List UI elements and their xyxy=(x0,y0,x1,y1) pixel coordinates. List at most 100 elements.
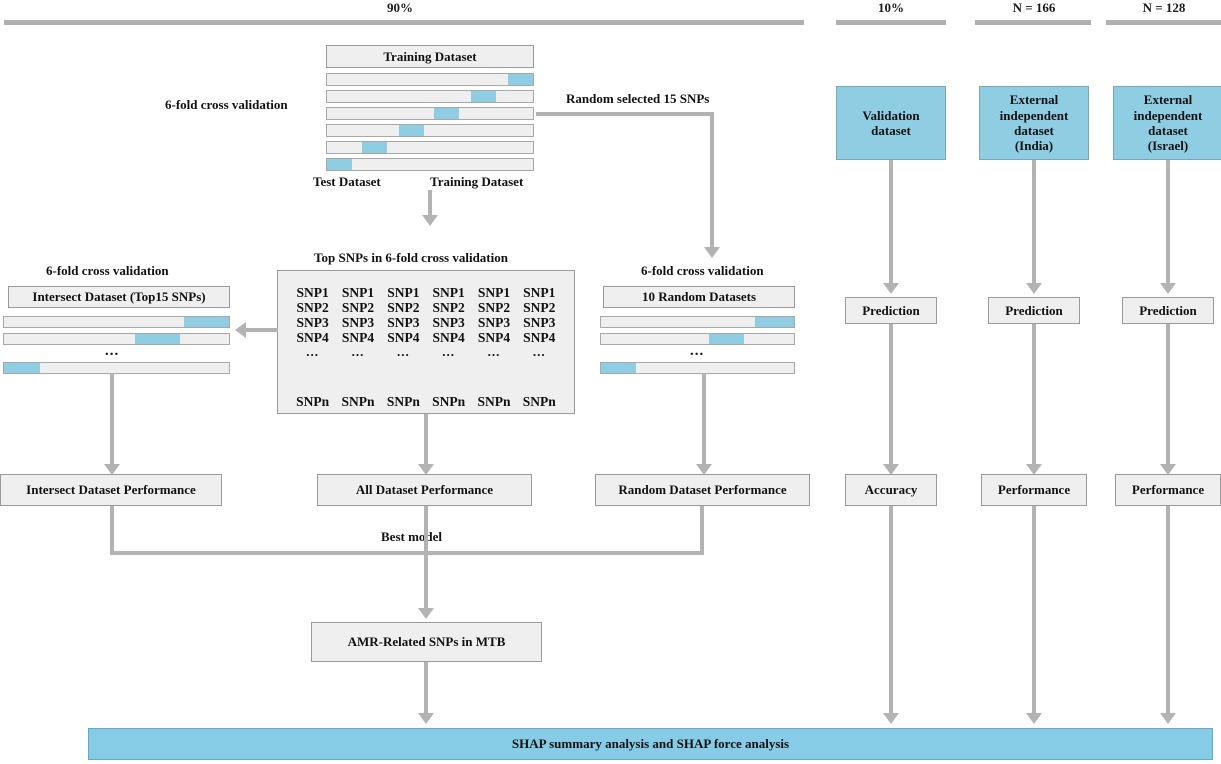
snp-cell: SNPn xyxy=(296,393,330,409)
snp-cell: SNP4 xyxy=(387,330,420,346)
amr-snps-box[interactable]: AMR-Related SNPs in MTB xyxy=(311,622,542,662)
intersect-test-segment xyxy=(184,317,229,327)
intersect-bar-1 xyxy=(3,316,230,328)
arrow-snpgrid-to-allperf xyxy=(418,464,434,475)
connector-intersectperf-down xyxy=(110,506,114,555)
fold-test-segment xyxy=(434,108,459,119)
snp-cell: SNP1 xyxy=(341,285,375,300)
random-test-segment xyxy=(755,317,794,327)
snp-cell: SNP2 xyxy=(523,300,556,316)
header-label-n128: N = 128 xyxy=(1142,0,1186,15)
snp-cell: ... xyxy=(532,344,546,360)
external-israel-label-line3: dataset xyxy=(1148,123,1188,138)
connector-amr-to-shap xyxy=(424,662,428,718)
header-rule-10 xyxy=(836,20,946,25)
random-ellipsis: ... xyxy=(690,343,705,359)
intersect-bar-3 xyxy=(3,362,230,374)
external-india-label-line4: (India) xyxy=(1014,138,1054,154)
header-rule-n166 xyxy=(975,20,1091,25)
fold-bar-5 xyxy=(326,141,534,154)
snp-cell: SNP2 xyxy=(477,300,511,316)
snp-cell: SNPn xyxy=(341,393,375,409)
arrow-amr-to-shap xyxy=(418,713,434,724)
snp-cell: ... xyxy=(442,344,456,360)
snp-cell: ... xyxy=(351,344,365,360)
prediction-box-israel[interactable]: Prediction xyxy=(1122,297,1214,324)
performance-box-india[interactable]: Performance xyxy=(981,474,1087,506)
external-india-label-line3: dataset xyxy=(1014,123,1054,138)
accuracy-box[interactable]: Accuracy xyxy=(845,474,937,506)
fold-test-segment xyxy=(508,74,533,85)
random-datasets-box[interactable]: 10 Random Datasets xyxy=(603,286,795,308)
external-india-label-line2: independent xyxy=(999,107,1069,123)
snp-cell: SNP3 xyxy=(296,315,329,331)
snp-grid-row-ellipsis: ... ... ... ... ... ... xyxy=(278,345,574,360)
external-india-label-line1: External xyxy=(1009,92,1059,108)
arrow-india-to-prediction xyxy=(1026,283,1042,294)
intersect-bar-2 xyxy=(3,333,230,345)
snp-cell: ... xyxy=(306,344,320,360)
external-israel-label-line1: External xyxy=(1143,92,1193,108)
fold-bar-2 xyxy=(326,90,534,103)
arrow-folds-to-topsnps xyxy=(422,215,438,226)
label-test-dataset: Test Dataset xyxy=(313,174,381,189)
fold-test-segment xyxy=(399,125,424,136)
arrow-random-to-folds xyxy=(704,247,720,258)
fold-bar-4 xyxy=(326,124,534,137)
intersect-test-segment xyxy=(134,334,180,344)
arrow-prediction-to-accuracy xyxy=(883,464,899,475)
connector-snpgrid-to-intersect xyxy=(246,328,278,332)
fold-test-segment xyxy=(471,91,496,102)
snp-cell: SNP2 xyxy=(387,300,420,316)
header-rule-90 xyxy=(4,20,804,25)
arrow-snpgrid-to-intersect xyxy=(235,322,246,338)
header-label-90: 90% xyxy=(387,0,413,15)
intersect-dataset-box[interactable]: Intersect Dataset (Top15 SNPs) xyxy=(8,286,230,308)
connector-prediction-to-performance-india xyxy=(1032,324,1036,472)
snp-cell: ... xyxy=(396,344,410,360)
arrow-israel-to-prediction xyxy=(1160,283,1176,294)
prediction-box-india[interactable]: Prediction xyxy=(988,297,1080,324)
snp-cell: SNP1 xyxy=(296,285,329,300)
random-performance-box[interactable]: Random Dataset Performance xyxy=(595,474,810,506)
snp-cell: SNP3 xyxy=(341,315,375,331)
snp-cell: SNP3 xyxy=(387,315,420,331)
snp-cell: SNP4 xyxy=(523,330,556,346)
intersect-ellipsis: ... xyxy=(105,343,120,359)
random-bar-2 xyxy=(600,333,795,345)
fold-test-segment xyxy=(362,142,387,153)
prediction-box-validation[interactable]: Prediction xyxy=(845,297,937,324)
performance-box-israel[interactable]: Performance xyxy=(1115,474,1221,506)
label-top-snps: Top SNPs in 6-fold cross validation xyxy=(314,250,508,265)
snp-grid-box[interactable]: SNP1 SNP1 SNP1 SNP1 SNP1 SNP1 SNP2 SNP2 … xyxy=(277,270,575,414)
snp-cell: SNP4 xyxy=(432,330,465,346)
validation-dataset-box[interactable]: Validation dataset xyxy=(836,86,946,160)
external-israel-box[interactable]: External independent dataset (Israel) xyxy=(1113,86,1221,160)
snp-cell: SNP3 xyxy=(432,315,465,331)
snp-cell: SNPn xyxy=(477,393,511,409)
snp-cell: SNP2 xyxy=(432,300,465,316)
snp-cell: ... xyxy=(487,344,501,360)
connector-random-horizontal xyxy=(536,112,714,116)
intersect-performance-box[interactable]: Intersect Dataset Performance xyxy=(0,474,222,506)
training-dataset-box[interactable]: Training Dataset xyxy=(326,45,534,68)
connector-random-to-perf xyxy=(702,374,706,472)
connector-folds-to-topsnps xyxy=(428,190,432,218)
label-random-selected-15-snps: Random selected 15 SNPs xyxy=(566,91,710,106)
snp-cell: SNP1 xyxy=(523,285,556,300)
snp-grid-row: SNP1 SNP1 SNP1 SNP1 SNP1 SNP1 xyxy=(278,285,574,300)
header-rule-n128 xyxy=(1106,20,1221,25)
shap-analysis-bar[interactable]: SHAP summary analysis and SHAP force ana… xyxy=(88,728,1213,760)
all-performance-box[interactable]: All Dataset Performance xyxy=(317,474,532,506)
external-india-box[interactable]: External independent dataset (India) xyxy=(979,86,1089,160)
validation-dataset-label-line2: dataset xyxy=(871,123,911,138)
connector-random-vertical xyxy=(710,112,714,250)
connector-accuracy-to-shap xyxy=(889,506,893,718)
snp-grid-row: SNP3 SNP3 SNP3 SNP3 SNP3 SNP3 xyxy=(278,315,574,330)
snp-cell: SNPn xyxy=(386,393,420,409)
connector-randomperf-down xyxy=(700,506,704,555)
connector-performance-india-to-shap xyxy=(1032,506,1036,718)
snp-cell: SNP3 xyxy=(523,315,556,331)
snp-cell: SNP2 xyxy=(296,300,329,316)
